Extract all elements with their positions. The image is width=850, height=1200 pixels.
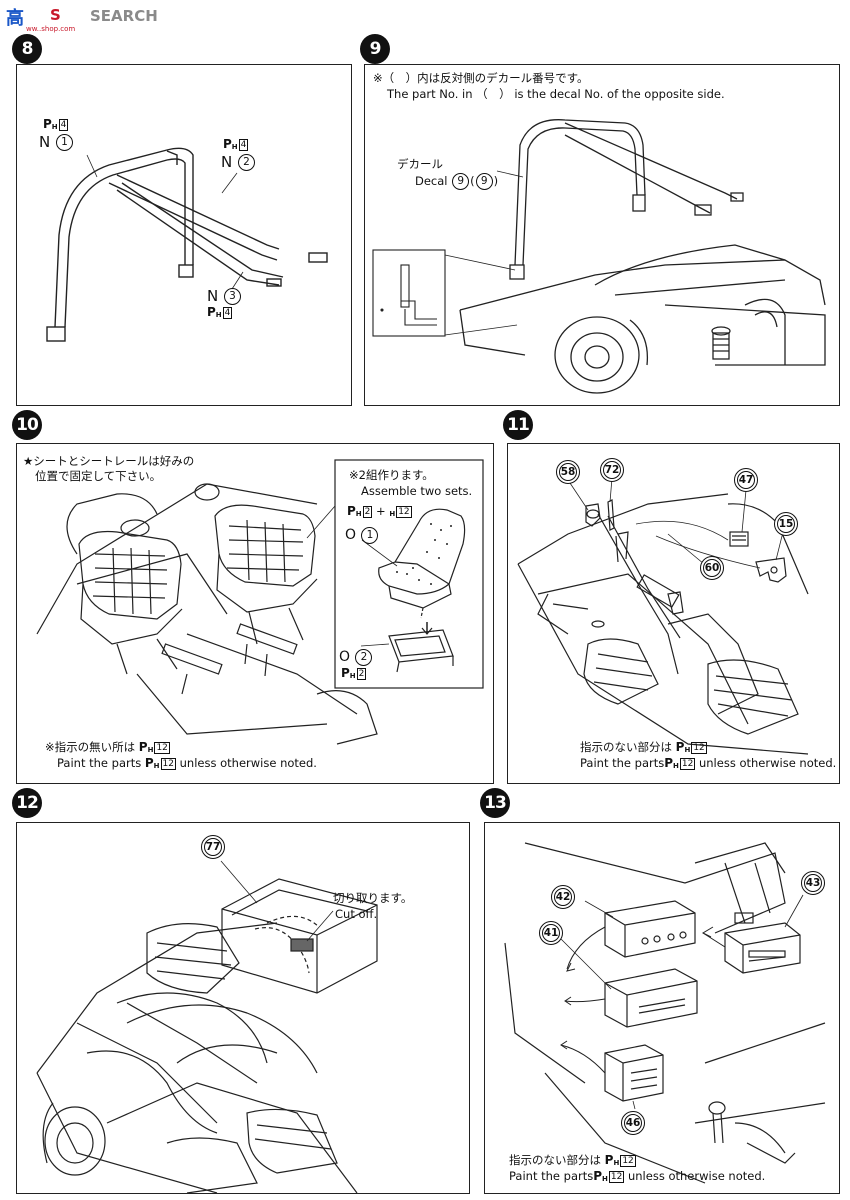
inset-leader-bottom [444,324,518,336]
watermark-logo-suffix: S [50,6,61,24]
part-58-callout: 58 [556,460,580,484]
part-46-leader [632,1100,636,1110]
part-77-callout: 77 [201,835,225,859]
part-41-callout: 41 [539,921,563,945]
decal-label-en: Decal 9(9) [415,173,499,190]
n1-part-label: N 1 [39,133,74,151]
cut-off-jp: 切り取ります。 [333,891,413,905]
o1-part-label: O 1 [345,526,379,544]
step-9-number: 9 [369,39,382,59]
inset-note-en: Assemble two sets. [361,484,473,498]
step-8-number: 8 [21,39,34,59]
leader-n2 [221,172,238,194]
step-8-badge: 8 [12,34,42,64]
panel-step-9: ※（ ）内は反対側のデカール番号です。 The part No. in （ ） … [364,64,840,406]
seat-note-jp-2: 位置で固定して下さい。 [35,469,162,483]
watermark-url: ww..shop.com [26,25,76,33]
part-46-callout: 46 [621,1111,645,1135]
decal-label-jp: デカール [397,157,443,171]
part-58-shape [585,503,601,527]
part-77-leader [220,860,258,904]
part-15-shape [755,557,787,583]
n3-part-label: N 3 [207,287,242,305]
leader-n3 [231,271,244,290]
part-72-callout: 72 [600,458,624,482]
step-11-number: 11 [507,415,530,435]
roll-bar-drawing [46,147,328,342]
n2-part-label: N 2 [221,153,256,171]
seat-note-jp-1: ★シートとシートレールは好みの [23,454,195,468]
panel-step-10: ★シートとシートレールは好みの 位置で固定して下さい。 [16,443,494,784]
decal-note-en: The part No. in （ ） is the decal No. of … [387,87,725,101]
step-10-number: 10 [16,415,39,435]
roll-cage-body-drawing [372,119,826,394]
step-13-badge: 13 [480,788,510,818]
watermark-title: SEARCH [90,7,158,25]
o2-part-label: O 2 [339,648,373,666]
leader-n1 [86,154,98,178]
part-41-leader [560,938,612,990]
audio-units-drawing [504,842,826,1184]
box-cut-drawing [36,860,378,1193]
step-13-number: 13 [484,793,507,813]
part-42-leader [584,900,614,918]
part-60-callout: 60 [700,556,724,580]
step-12-badge: 12 [12,788,42,818]
cut-off-en: Cut off. [335,907,378,921]
part-15-callout: 15 [774,512,798,536]
step-9-badge: 9 [360,34,390,64]
part-72-shape [607,499,615,531]
part-42-callout: 42 [551,885,575,909]
part-47-callout: 47 [734,468,758,492]
part-43-leader [784,894,804,928]
watermark-logo: 高 [6,8,24,29]
inset-leader-top [444,254,516,271]
cut-leader [306,910,334,942]
panel-step-12: 77 切り取ります。 Cut off. [16,822,470,1194]
step-11-badge: 11 [503,410,533,440]
part-47-shape [729,531,749,547]
step-10-badge: 10 [12,410,42,440]
console-drawing [517,477,809,755]
step-12-number: 12 [16,793,39,813]
inset-note-jp: ※2組作ります。 [349,468,434,482]
part-43-callout: 43 [801,871,825,895]
decal-leader [496,170,524,178]
decal-note-jp: ※（ ）内は反対側のデカール番号です。 [373,71,589,85]
